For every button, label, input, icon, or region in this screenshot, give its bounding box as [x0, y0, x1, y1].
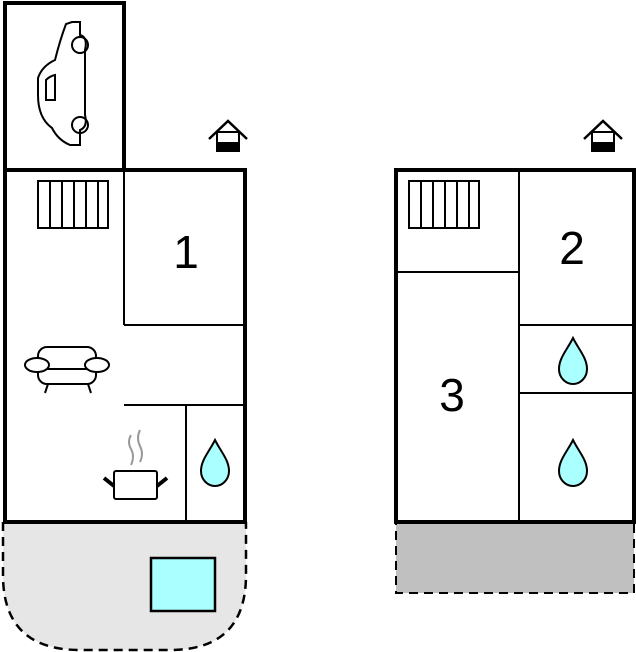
pool-icon [149, 556, 217, 613]
stairs-icon [37, 180, 109, 229]
entrance-house-icon [207, 119, 249, 153]
stairs-icon [408, 180, 480, 229]
room-label-2: 2 [559, 222, 585, 274]
balcony [395, 521, 635, 594]
room-label-1: 1 [173, 226, 199, 278]
water-drop-icon [200, 439, 230, 487]
sofa-icon [24, 346, 110, 394]
car-icon [37, 21, 89, 146]
entrance-house-icon [582, 119, 624, 153]
terrace [1, 522, 248, 652]
cooking-pot-icon [102, 429, 169, 500]
room-label-3: 3 [439, 369, 465, 421]
